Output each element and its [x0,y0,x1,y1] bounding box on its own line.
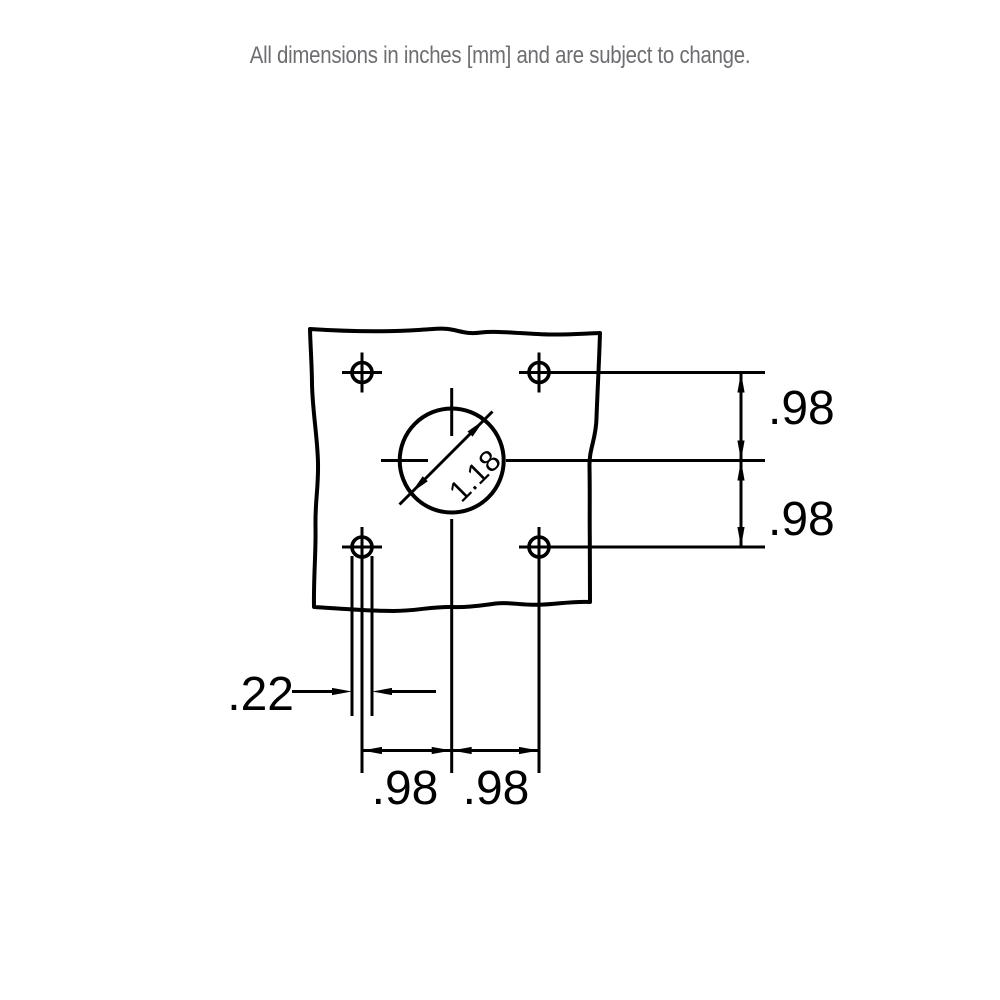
dim-label-right-bottom: .98 [768,493,835,546]
mounting-hole-top-left [342,352,382,393]
panel-outline [308,326,602,613]
mounting-hole-bottom-left [342,527,382,773]
right-spacing-dimension: .98 .98 [737,372,835,547]
mounting-hole-diameter-dimension: .22 [227,556,436,721]
center-hole [381,388,765,773]
dim-label-bottom-left: .98 [372,762,439,815]
diameter-arrow-lower-left [411,476,428,493]
dim-label-right-top: .98 [768,382,835,435]
mounting-hole-bottom-right [519,527,765,773]
dim-label-bottom-right: .98 [463,762,530,815]
dim-label-hole-diameter: .22 [227,668,294,721]
mounting-hole-top-right [519,352,765,393]
bottom-spacing-dimension: .98 .98 [362,746,539,815]
dimensions-note: All dimensions in inches [mm] and are su… [249,42,751,69]
diameter-arrow-upper-right [467,419,485,437]
